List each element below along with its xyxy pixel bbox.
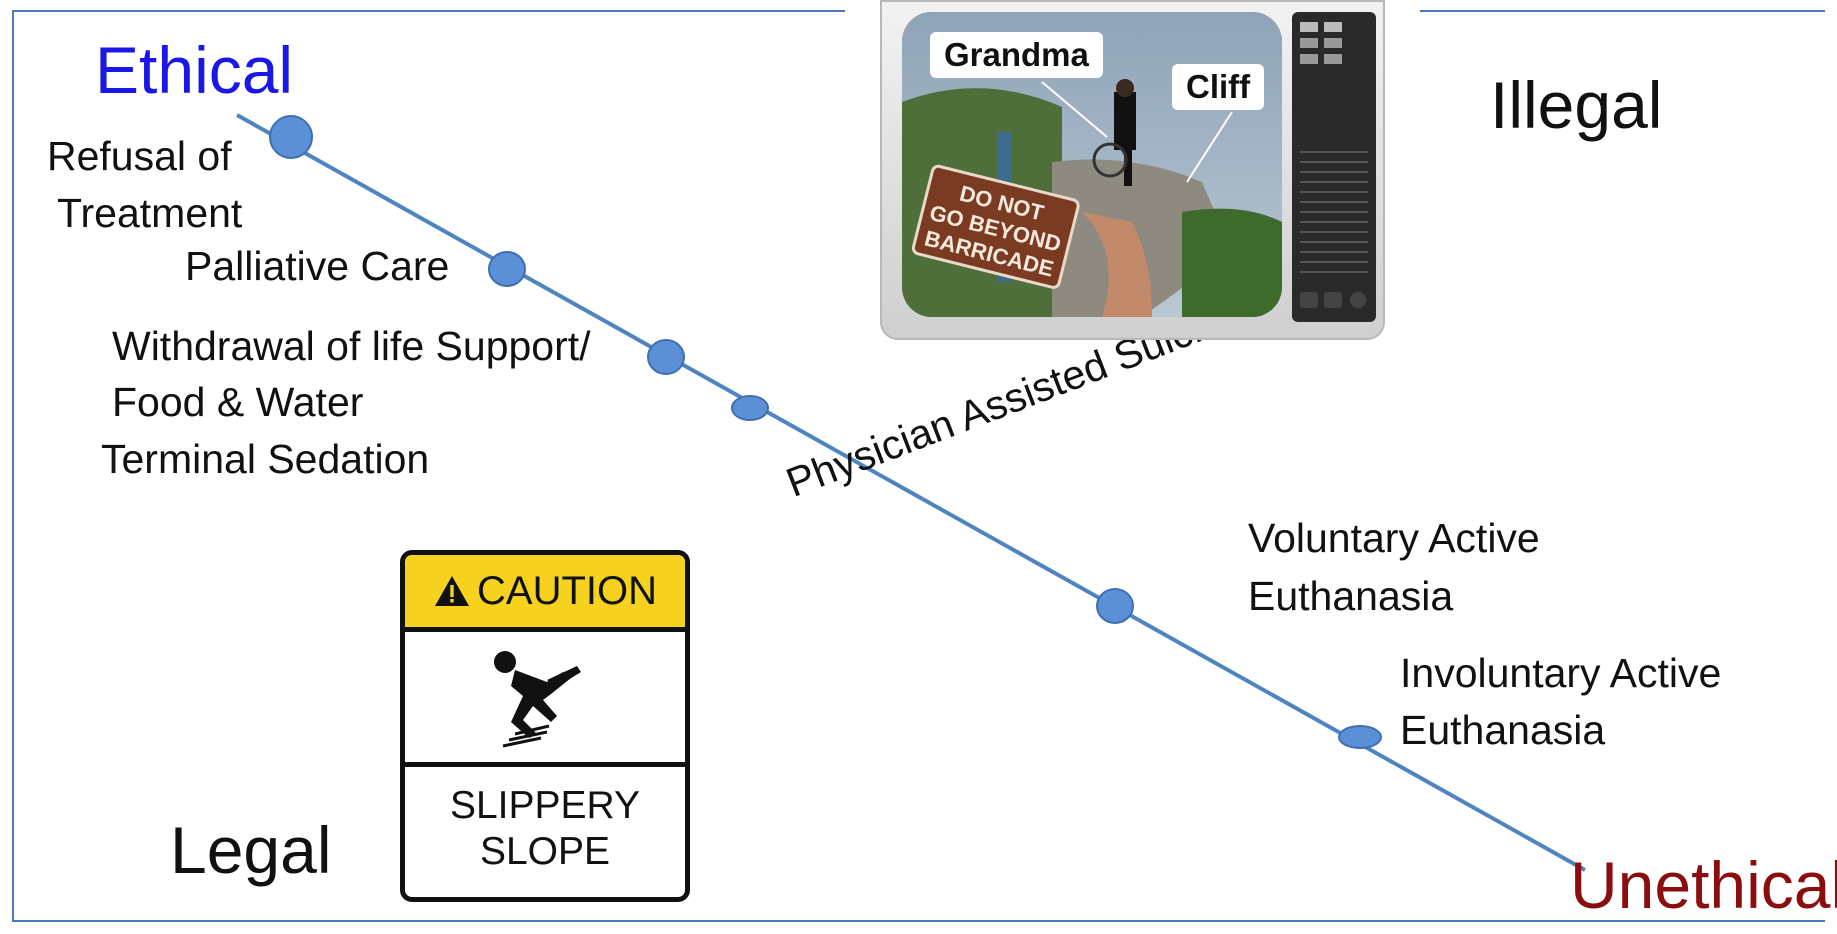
unethical-label: Unethical — [1570, 848, 1837, 922]
node-pas — [1096, 588, 1134, 624]
node-refusal — [269, 115, 313, 159]
ethical-label: Ethical — [95, 33, 294, 107]
involuntary-label-line2: Euthanasia — [1400, 707, 1606, 753]
tv-speaker-grille-icon — [1300, 22, 1368, 308]
voluntary-label-line1: Voluntary Active — [1248, 515, 1540, 561]
node-palliative — [488, 251, 526, 287]
terminal-sedation-label: Terminal Sedation — [101, 436, 430, 482]
warning-triangle-icon — [435, 576, 469, 606]
refusal-label-line1: Refusal of — [47, 133, 232, 179]
refusal-label-line2: Treatment — [57, 190, 243, 236]
tv-tag-cliff: Cliff — [1172, 64, 1265, 110]
node-terminal — [731, 395, 769, 421]
tv-illustration: DO NOT GO BEYOND BARRICADE Grandma Cliff — [880, 0, 1385, 340]
caution-footer: SLIPPERY SLOPE — [405, 767, 685, 875]
palliative-label: Palliative Care — [185, 243, 450, 289]
tv-screen: DO NOT GO BEYOND BARRICADE Grandma Cliff — [902, 12, 1282, 317]
tv-tag-grandma: Grandma — [930, 32, 1103, 78]
illegal-label: Illegal — [1490, 68, 1663, 142]
falling-person-icon — [494, 651, 581, 748]
withdrawal-label-line2: Food & Water — [112, 379, 364, 425]
slippery-text: SLIPPERY — [449, 784, 641, 827]
withdrawal-label-line1: Withdrawal of life Support/ — [112, 323, 591, 369]
node-withdrawal — [647, 339, 685, 375]
caution-pictogram — [405, 632, 685, 767]
voluntary-label-line2: Euthanasia — [1248, 573, 1454, 619]
legal-label: Legal — [170, 813, 332, 887]
slope-text: SLOPE — [479, 830, 611, 873]
caution-text: CAUTION — [477, 568, 657, 613]
involuntary-label-line1: Involuntary Active — [1400, 650, 1722, 696]
tv-control-panel — [1292, 12, 1376, 322]
caution-header: CAUTION — [405, 555, 685, 632]
node-involuntary — [1338, 725, 1382, 749]
caution-sign: CAUTION SLIPPERY SLOPE — [400, 550, 690, 902]
